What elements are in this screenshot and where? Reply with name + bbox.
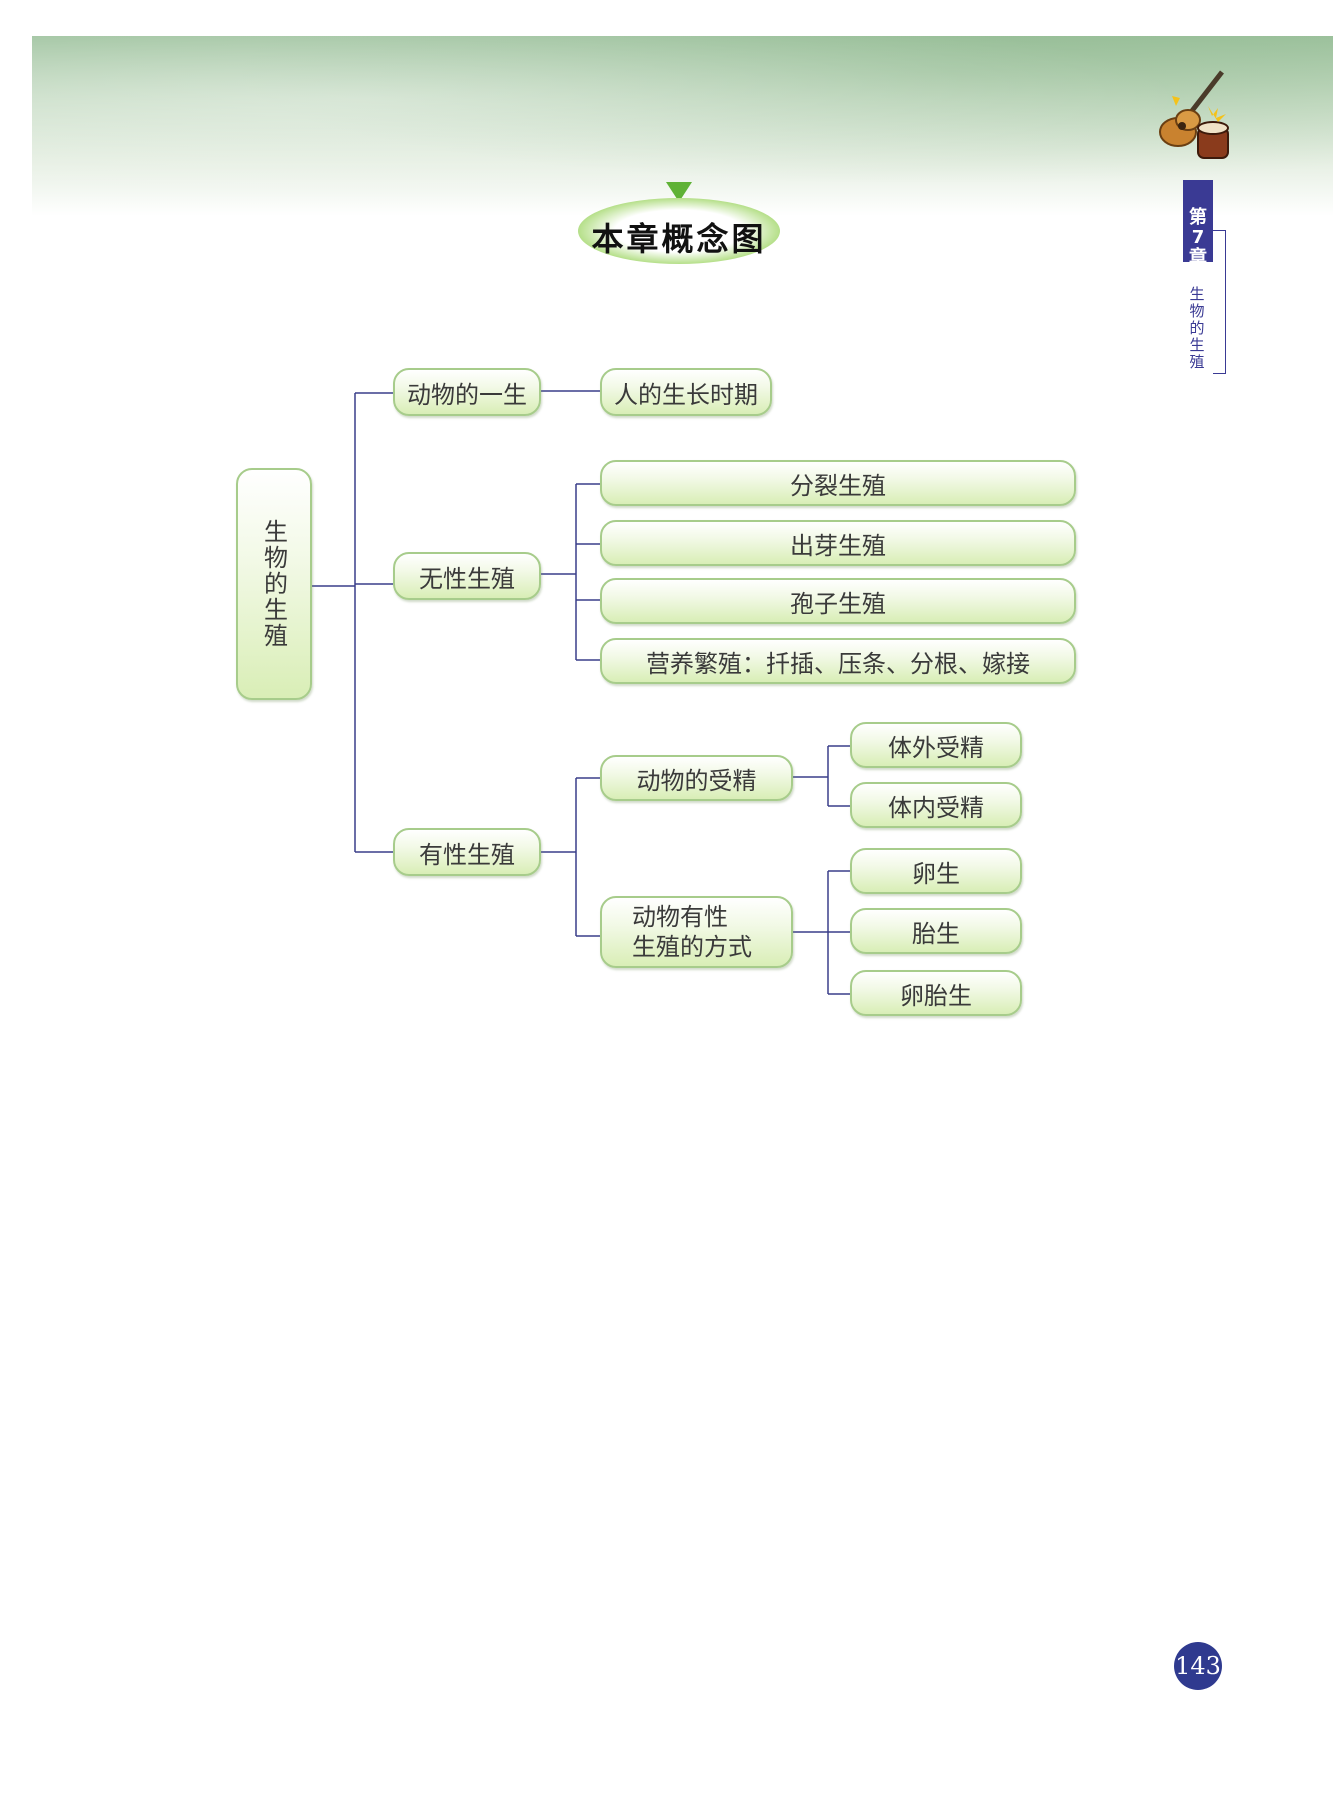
chapter-name: 生物的生殖 (1189, 285, 1205, 371)
node-fertilization-item: 体外受精 (850, 722, 1022, 768)
node-asexual-item: 孢子生殖 (600, 578, 1076, 624)
node-asexual-item: 营养繁殖：扦插、压条、分根、嫁接 (600, 638, 1076, 684)
chapter-bracket (1213, 230, 1226, 374)
guitar-drum-icon (1159, 70, 1229, 159)
node-root: 生物的生殖 (236, 468, 312, 700)
node-mode-item: 胎生 (850, 908, 1022, 954)
page-number: 143 (1174, 1642, 1222, 1690)
chapter-concept-map-title: 本章概念图 (578, 182, 780, 268)
node-animal-life: 动物的一生 (393, 368, 541, 416)
chapter-tab: 第7章 (1183, 180, 1213, 267)
node-mode-item: 卵生 (850, 848, 1022, 894)
node-mode-item: 卵胎生 (850, 970, 1022, 1016)
title-triangle-decoration (666, 182, 692, 202)
title-ellipse-decoration (578, 198, 780, 264)
node-asexual: 无性生殖 (393, 552, 541, 600)
node-reproduction-modes: 动物有性 生殖的方式 (600, 896, 793, 968)
node-asexual-item: 分裂生殖 (600, 460, 1076, 506)
node-sexual: 有性生殖 (393, 828, 541, 876)
page-title: 本章概念图 (591, 220, 767, 258)
node-asexual-item: 出芽生殖 (600, 520, 1076, 566)
node-fertilization: 动物的受精 (600, 755, 793, 801)
node-human-growth: 人的生长时期 (600, 368, 772, 416)
header-background (32, 36, 1333, 216)
chapter-tab-label: 第7章 (1189, 207, 1207, 268)
node-fertilization-item: 体内受精 (850, 782, 1022, 828)
